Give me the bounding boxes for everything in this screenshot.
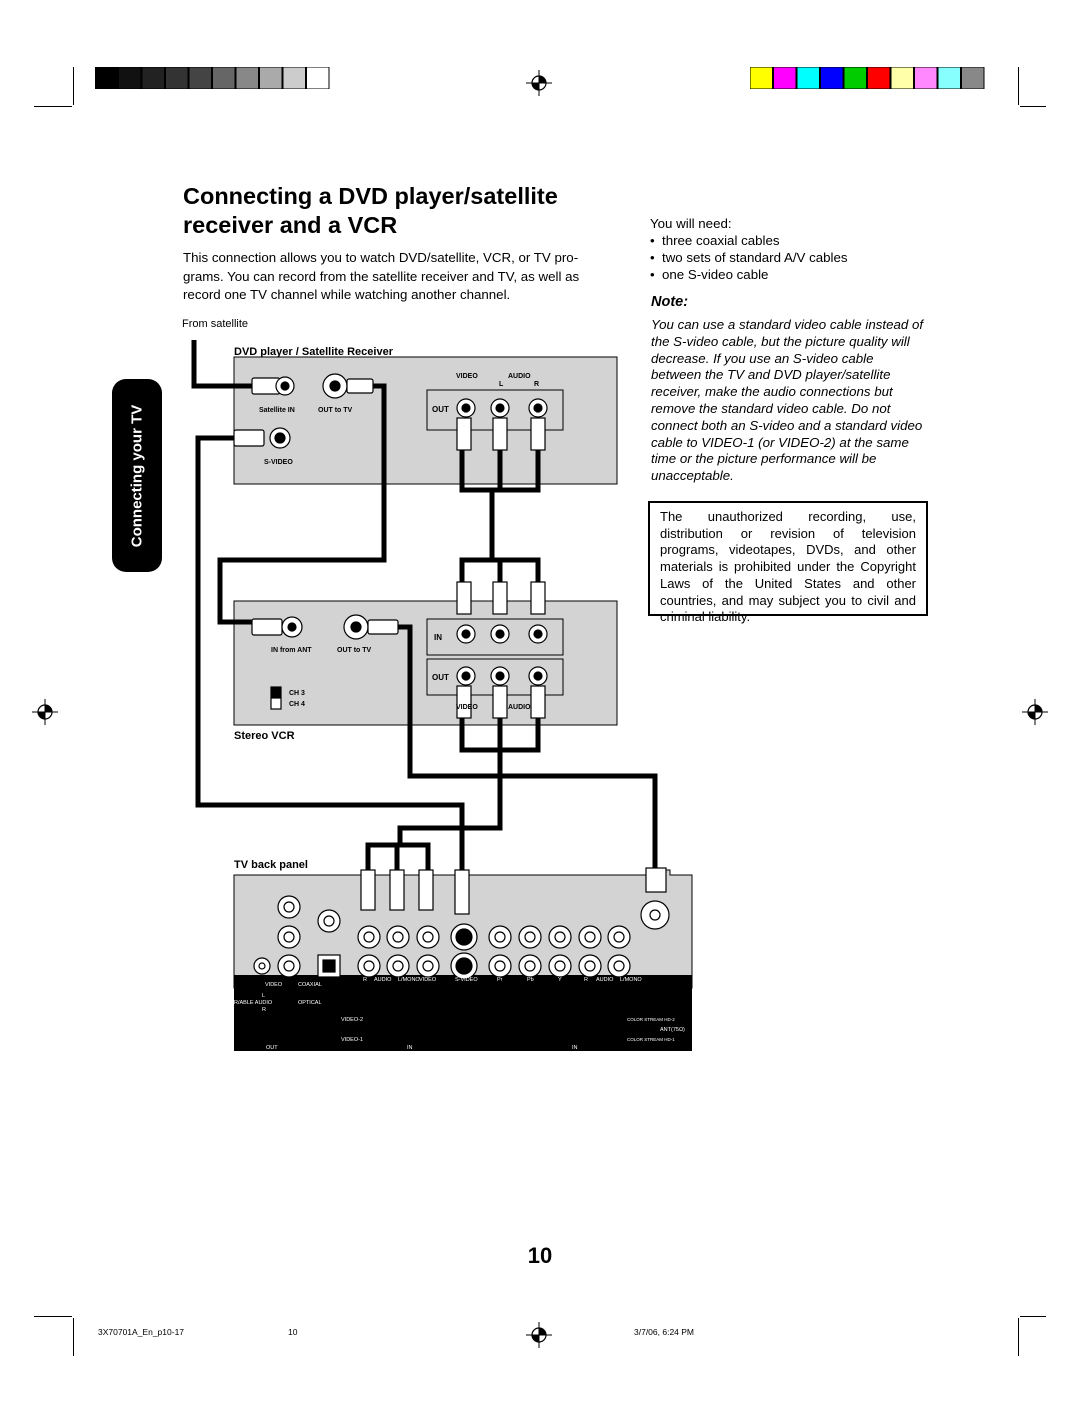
s-video-label: S-VIDEO [264,459,293,466]
satellite-in-label: Satellite IN [259,407,295,414]
color-swatch [890,67,914,89]
crop-mark [1020,106,1046,107]
tv-in2-label: IN [572,1045,578,1051]
note-heading: Note: [651,294,689,310]
footer-date: 3/7/06, 6:24 PM [634,1327,695,1337]
tv-video-in-label: VIDEO [419,977,437,983]
in-from-ant-label: IN from ANT [271,647,312,654]
tv-optical-label: OPTICAL [298,1000,322,1006]
vcr-in-label: IN [434,633,442,642]
tv-r-label: R [262,1007,266,1013]
gray-swatch [306,67,330,89]
dvd-out-to-tv-label: OUT to TV [318,407,353,414]
page-number: 10 [527,1243,553,1268]
tv-color-hd1-label: COLOR STREAM HD-1 [627,1037,675,1042]
tv-audio-r-label: R [363,977,367,983]
tv-label: TV back panel [234,859,308,871]
tv-lmono2-label: L/MONO [620,977,642,983]
tv-color-hd2-label: COLOR STREAM HD-2 [627,1017,675,1022]
registration-target-icon [526,70,552,96]
intro-paragraph: This connection allows you to watch DVD/… [183,250,580,302]
dvd-out-label: OUT [432,405,449,414]
ch3-label: CH 3 [289,690,305,697]
tv-svideo-label: S-VIDEO [455,977,478,983]
crop-mark [34,1316,72,1317]
from-satellite-label: From satellite [182,318,248,330]
gray-swatch [235,67,259,89]
section-tab-label: Connecting your TV [128,404,146,548]
color-swatch [796,67,820,89]
tv-video-1-label: VIDEO-1 [341,1037,363,1043]
tv-ant-label: ANT(75Ω) [660,1027,685,1033]
tv-y-label: Y [558,977,562,983]
tv-in-label: IN [407,1045,413,1051]
tv-coaxial-label: COAXIAL [298,982,322,988]
tv-l-label: L [262,993,265,999]
gray-swatch [188,67,212,89]
crop-mark [34,106,72,107]
crop-mark [1018,67,1019,105]
vcr-label: Stereo VCR [234,730,295,742]
vcr-out-label: OUT [432,673,449,682]
requirements-list: You will need: three coaxial cables two … [650,215,930,283]
footer-page: 10 [288,1327,298,1337]
registration-target-icon [1022,699,1048,725]
note-body: You can use a standard video cable inste… [651,317,924,484]
tv-variable-audio-label: R/ABLE AUDIO [234,1000,273,1006]
dvd-r-label: R [534,381,539,388]
gray-swatch [95,67,118,89]
page-title: Connecting a DVD player/satellite receiv… [183,183,558,238]
dvd-audio-label: AUDIO [508,373,531,380]
registration-target-icon [526,1322,552,1348]
color-swatch [937,67,961,89]
gray-swatch [165,67,189,89]
tv-r2-label: R [584,977,588,983]
ch4-label: CH 4 [289,701,305,708]
tv-audio2-label: AUDIO [596,977,614,983]
color-calibration-bar [750,67,985,89]
tv-jack-label-strip [234,975,692,1051]
requirements-heading: You will need: [650,216,732,231]
tv-video-2-label: VIDEO-2 [341,1017,363,1023]
vcr-out-to-tv-label: OUT to TV [337,647,372,654]
section-tab [112,379,162,572]
registration-target-icon [32,699,58,725]
requirement-item: two sets of standard A/V cables [650,249,930,266]
gray-swatch [259,67,283,89]
tv-video-out-label: VIDEO [265,982,283,988]
crop-mark [1020,1316,1046,1317]
color-swatch [750,67,773,89]
tv-audio-label: AUDIO [374,977,392,983]
dvd-l-label: L [499,381,504,388]
footer-file: 3X70701A_En_p10-17 [98,1327,185,1337]
color-swatch [773,67,797,89]
tv-pb-label: Pb [527,977,534,983]
gray-calibration-bar [95,67,330,89]
color-swatch [961,67,985,89]
gray-swatch [141,67,165,89]
color-swatch [867,67,891,89]
color-swatch [820,67,844,89]
tv-pr-label: Pr [497,977,503,983]
connection-diagram: From satellite DVD player / Satellite Re… [182,318,693,1051]
dvd-video-label: VIDEO [456,373,478,380]
dvd-label: DVD player / Satellite Receiver [234,346,394,358]
copyright-warning-box: The unauthorized recording, use, distrib… [648,501,928,624]
gray-swatch [118,67,142,89]
color-swatch [843,67,867,89]
vcr-audio-label: AUDIO [508,704,531,711]
crop-mark [73,1318,74,1356]
tv-lmono-label: L/MONO [398,977,420,983]
crop-mark [1018,1318,1019,1356]
color-swatch [914,67,938,89]
vcr-video-label: VIDEO [456,704,478,711]
gray-swatch [212,67,236,89]
crop-mark [73,67,74,105]
requirement-item: one S-video cable [650,266,930,283]
requirement-item: three coaxial cables [650,232,930,249]
tv-out-label: OUT [266,1045,278,1051]
gray-swatch [282,67,306,89]
